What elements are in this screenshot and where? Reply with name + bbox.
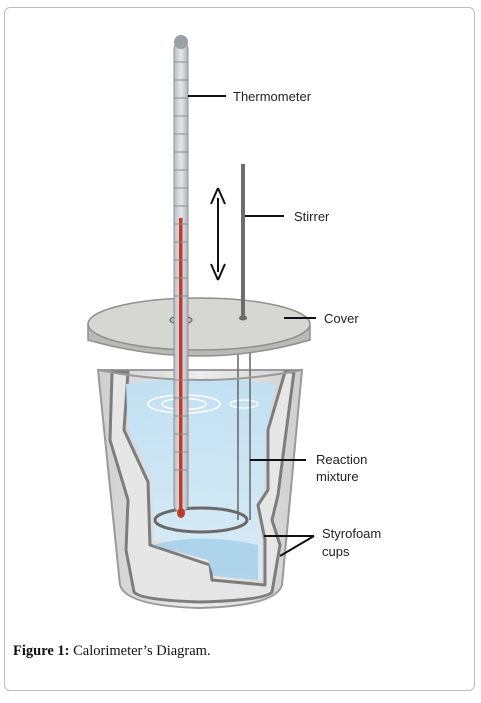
reaction-label-line2: mixture xyxy=(316,469,359,484)
ripple-ring-3 xyxy=(229,399,259,409)
liquid-bottom-shade xyxy=(152,538,258,580)
inner-styrofoam-cup xyxy=(108,370,296,604)
cover-lid-top xyxy=(87,297,311,351)
cover-label: Cover xyxy=(324,311,359,326)
styrofoam-label-line2: cups xyxy=(322,544,350,559)
stirrer-rod xyxy=(241,164,245,318)
reaction-label-line1: Reaction xyxy=(316,452,367,467)
stirrer-ring xyxy=(153,506,249,534)
cup-rim xyxy=(97,369,303,381)
up-down-arrow-icon xyxy=(210,187,226,281)
caption-prefix: Figure 1: xyxy=(13,643,70,659)
stirrer-label: Stirrer xyxy=(294,209,330,224)
styrofoam-leader-line-2 xyxy=(279,535,315,557)
thermometer-label: Thermometer xyxy=(233,89,312,104)
thermometer-icon xyxy=(173,35,189,518)
styrofoam-label-line1: Styrofoam xyxy=(322,526,381,541)
figure-caption: Figure 1: Calorimeter’s Diagram. xyxy=(13,643,211,660)
caption-text: Calorimeter’s Diagram. xyxy=(69,643,211,659)
